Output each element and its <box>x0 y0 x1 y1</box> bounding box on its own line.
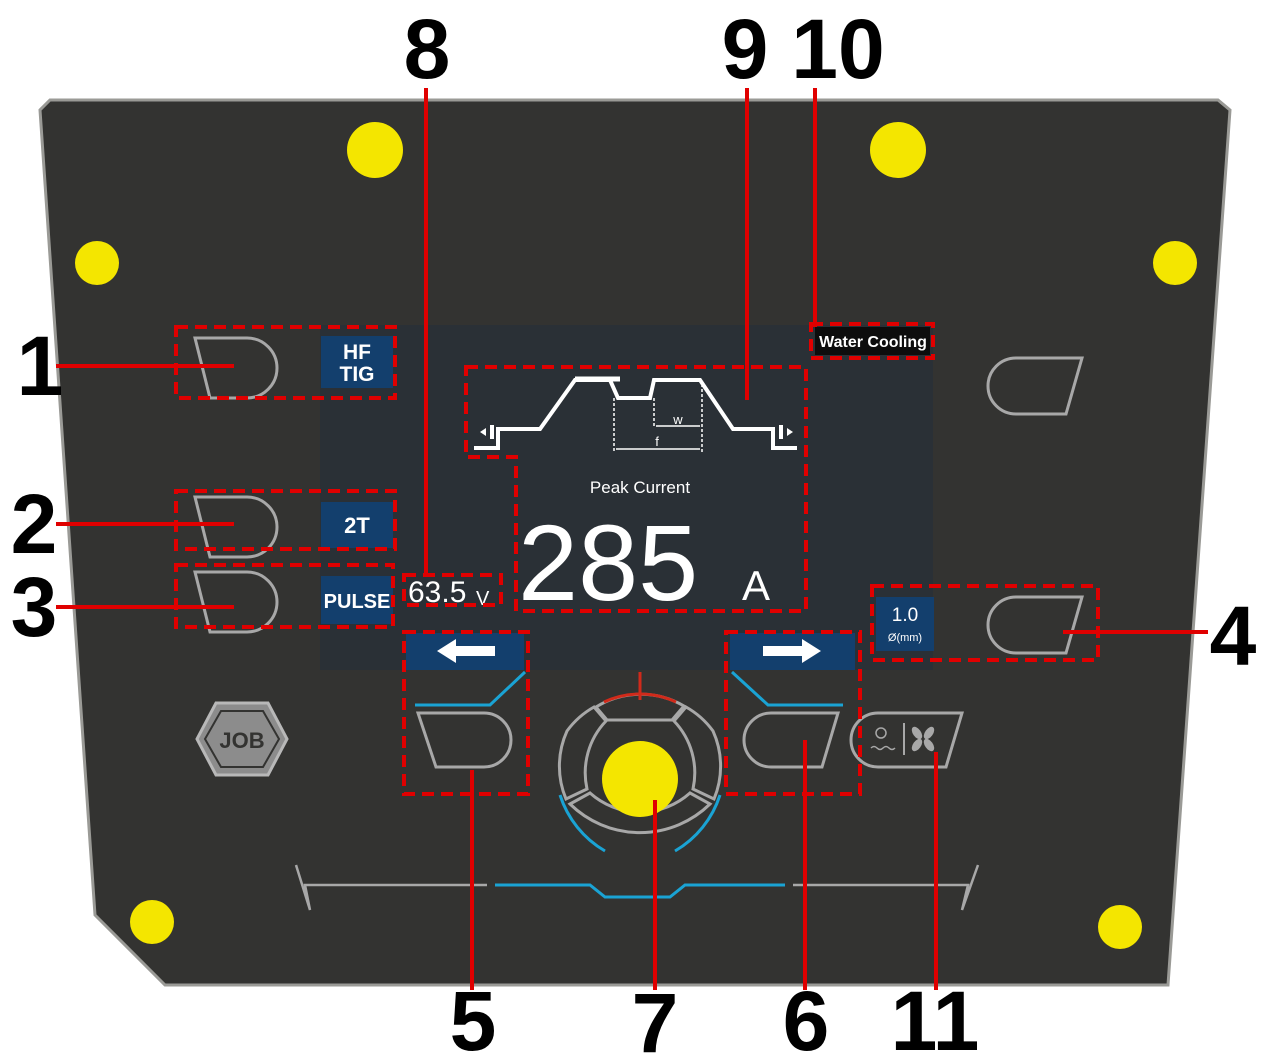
water-cooling-badge <box>815 327 930 355</box>
leader-lines <box>56 88 1208 990</box>
torch-icon <box>480 425 494 439</box>
waveform-w-label: w <box>672 412 683 427</box>
pulse-tag <box>321 576 393 624</box>
callout-9: 9 <box>722 2 769 96</box>
left-accent-line <box>415 670 527 707</box>
right-navigation-button[interactable] <box>742 711 841 769</box>
callout-7: 7 <box>632 976 679 1059</box>
encoder-knob[interactable] <box>602 741 678 817</box>
left-arrow-icon <box>437 639 495 663</box>
pulse-tag-label: PULSE <box>324 591 391 613</box>
wire-diameter-button[interactable] <box>986 595 1084 655</box>
cooling-fan-button[interactable] <box>849 711 965 769</box>
right-accent-line <box>730 670 843 707</box>
mounting-screw <box>75 241 119 285</box>
current-value: 285 <box>518 502 698 623</box>
trigger-button[interactable] <box>193 495 279 559</box>
job-button[interactable] <box>195 701 289 777</box>
trigger-tag <box>321 502 393 548</box>
job-button-inner <box>203 710 281 768</box>
water-cooling-label: Water Cooling <box>819 334 927 351</box>
waveform-dimension-arrows <box>616 425 700 450</box>
wire-diameter-unit: Ø(mm) <box>888 632 922 644</box>
pulse-waveform-graphic <box>474 378 797 450</box>
mode-tag-line1: HF <box>343 341 371 364</box>
highlight-boxes <box>174 322 1100 796</box>
callout-3: 3 <box>11 560 58 654</box>
left-navigation-button[interactable] <box>415 711 513 769</box>
mode-tag <box>321 336 393 388</box>
callout-4: 4 <box>1210 589 1257 683</box>
parameter-name: Peak Current <box>590 478 690 497</box>
mounting-screw <box>1098 905 1142 949</box>
waveform-f-label: f <box>655 434 659 449</box>
torch-icon <box>779 425 793 439</box>
callout-10: 10 <box>791 2 884 96</box>
water-pump-icon <box>870 727 896 751</box>
mounting-screw <box>1153 241 1197 285</box>
waveform-dimension-lines <box>613 384 703 452</box>
callout-5: 5 <box>450 974 497 1059</box>
pulse-button[interactable] <box>193 570 279 634</box>
callout-6: 6 <box>783 974 830 1059</box>
bottom-trim-lines <box>294 864 980 911</box>
mounting-screw <box>347 122 403 178</box>
right-arrow-icon <box>763 639 821 663</box>
callout-11: 11 <box>891 974 980 1059</box>
callout-2: 2 <box>11 477 58 571</box>
wire-diameter-value: 1.0 <box>892 605 918 626</box>
job-icon-label: JOB <box>219 728 264 753</box>
trigger-tag-label: 2T <box>344 513 370 538</box>
mounting-screw <box>870 122 926 178</box>
wire-diameter-tag <box>876 597 934 651</box>
callout-8: 8 <box>404 2 451 96</box>
callout-1: 1 <box>17 319 64 413</box>
mode-tag-line2: TIG <box>340 363 375 386</box>
mode-button[interactable] <box>193 336 279 400</box>
upper-right-button[interactable] <box>986 356 1084 416</box>
mounting-screw <box>130 900 174 944</box>
current-unit: A <box>742 562 770 609</box>
fan-icon <box>911 726 935 752</box>
